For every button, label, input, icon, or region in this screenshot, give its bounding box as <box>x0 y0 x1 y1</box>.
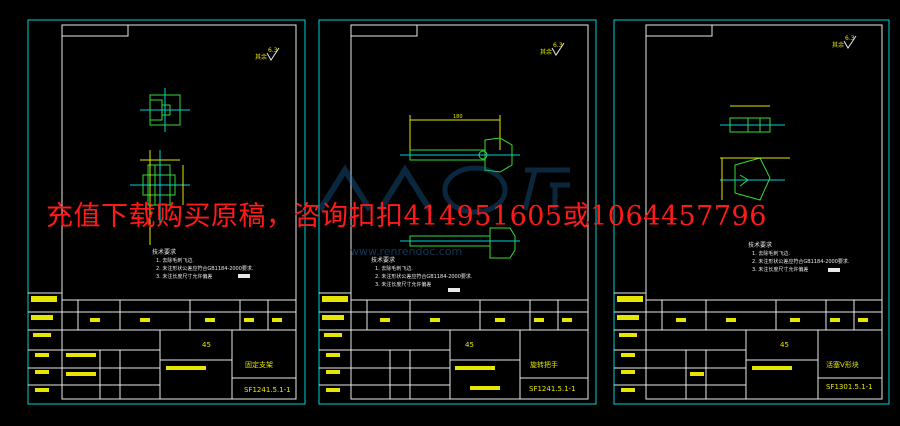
sheet-2-outer-frame <box>318 19 597 405</box>
sheet-1-outer-frame <box>27 19 306 405</box>
sheet-3-roughness-label: 其余 <box>832 41 844 49</box>
sheet-1-part-front-view <box>130 150 190 245</box>
sheet-2-corner-box <box>350 24 418 37</box>
sheet-2-part-top-view: 180 <box>400 114 520 173</box>
sheet-1: 其余 6.3 技术要求 1. 去除毛刺飞边. 2. 未注形状公差应 <box>27 19 306 405</box>
sheet-2: 其余 6.3 180 技术要求 1. 去除毛刺飞边. 2. 未注形状公差应符合G… <box>318 19 597 405</box>
sheet-1-note-1: 1. 去除毛刺飞边. <box>156 257 194 264</box>
sheet-3-corner-box <box>645 24 713 37</box>
sheet-3-note-0: 技术要求 <box>748 241 772 249</box>
site-logo-watermark: www.renrendoc.com <box>317 164 570 258</box>
sheet-3-title-block: 45 活塞V形块 SF1301.5.1-1 <box>645 299 883 400</box>
sheet-3-material-code: 45 <box>780 341 789 349</box>
sheet-1-binding-column <box>28 292 62 392</box>
sheet-1-title-block: 45 固定支架 SF1241.5.1-1 <box>61 299 297 400</box>
site-logo-url: www.renrendoc.com <box>350 245 462 258</box>
sheet-2-drawing-no: SF1241.5.1-1 <box>529 385 576 393</box>
sheet-3-note-1: 1. 去除毛刺飞边. <box>752 250 790 257</box>
sheet-3-drawing-no: SF1301.5.1-1 <box>826 383 873 391</box>
sheet-1-part-name: 固定支架 <box>245 360 273 369</box>
sheet-2-title-block: 45 旋转把手 SF1241.5.1-1 <box>350 299 589 400</box>
sheet-3-part-name: 活塞V形块 <box>826 360 859 369</box>
sheet-3-roughness-value: 6.3 <box>845 35 855 42</box>
sheet-3-binding-column <box>614 292 646 392</box>
sheet-3-note-2: 2. 未注形状公差应符合GB1184-2000要求. <box>752 258 850 265</box>
sheet-2-part-name: 旋转把手 <box>530 360 558 369</box>
sheet-1-drawing-no: SF1241.5.1-1 <box>244 386 291 394</box>
sheet-3-outer-frame <box>613 19 890 405</box>
sheet-2-roughness-label: 其余 <box>540 48 552 56</box>
sheet-3-note-3: 3. 未注长度尺寸允许偏差 <box>752 266 808 273</box>
sheet-1-tech-notes: 技术要求 1. 去除毛刺飞边. 2. 未注形状公差应符合GB1184-2000要… <box>152 248 254 280</box>
sheet-2-note-1: 1. 去除毛刺飞边. <box>375 265 413 272</box>
sheet-1-roughness-label: 其余 <box>255 53 267 61</box>
sheet-1-note-3: 3. 未注长度尺寸允许偏差 <box>156 273 212 280</box>
sheet-3-tech-notes: 技术要求 1. 去除毛刺飞边. 2. 未注形状公差应符合GB1184-2000要… <box>748 241 850 273</box>
sheet-3-part-front-view <box>720 157 790 201</box>
sheet-2-note-0: 技术要求 <box>371 256 395 264</box>
sheet-1-note-2: 2. 未注形状公差应符合GB1184-2000要求. <box>156 265 254 272</box>
promo-watermark: 充值下载购买原稿，咨询扣扣414951605或1064457796 <box>46 201 767 232</box>
sheet-2-roughness-value: 6.3 <box>553 42 563 49</box>
sheet-2-note-3: 3. 未注长度尺寸允许偏差 <box>375 281 431 288</box>
sheet-1-roughness-value: 6.3 <box>268 47 278 54</box>
sheet-3-part-top-view <box>720 105 785 133</box>
sheet-2-roughness-symbol <box>551 42 565 56</box>
sheet-3: 其余 6.3 技术要求 1. 去除毛刺飞边. 2. 未注形状公差应符合GB118… <box>613 19 890 405</box>
sheet-3-roughness-symbol <box>843 35 857 49</box>
sheet-1-roughness-symbol <box>266 47 280 61</box>
sheet-2-tech-notes: 技术要求 1. 去除毛刺飞边. 2. 未注形状公差应符合GB1184-2000要… <box>371 256 473 292</box>
sheet-1-part-top-view <box>140 88 190 132</box>
sheet-2-note-2: 2. 未注形状公差应符合GB1184-2000要求. <box>375 273 473 280</box>
sheet-2-dim-top: 180 <box>453 114 463 120</box>
sheet-1-note-0: 技术要求 <box>152 248 176 256</box>
sheet-2-binding-column <box>319 292 351 392</box>
sheet-1-material-code: 45 <box>202 341 211 349</box>
sheet-1-corner-box <box>61 24 129 37</box>
sheet-2-part-side-view <box>400 227 520 259</box>
sheet-2-material-code: 45 <box>465 341 474 349</box>
